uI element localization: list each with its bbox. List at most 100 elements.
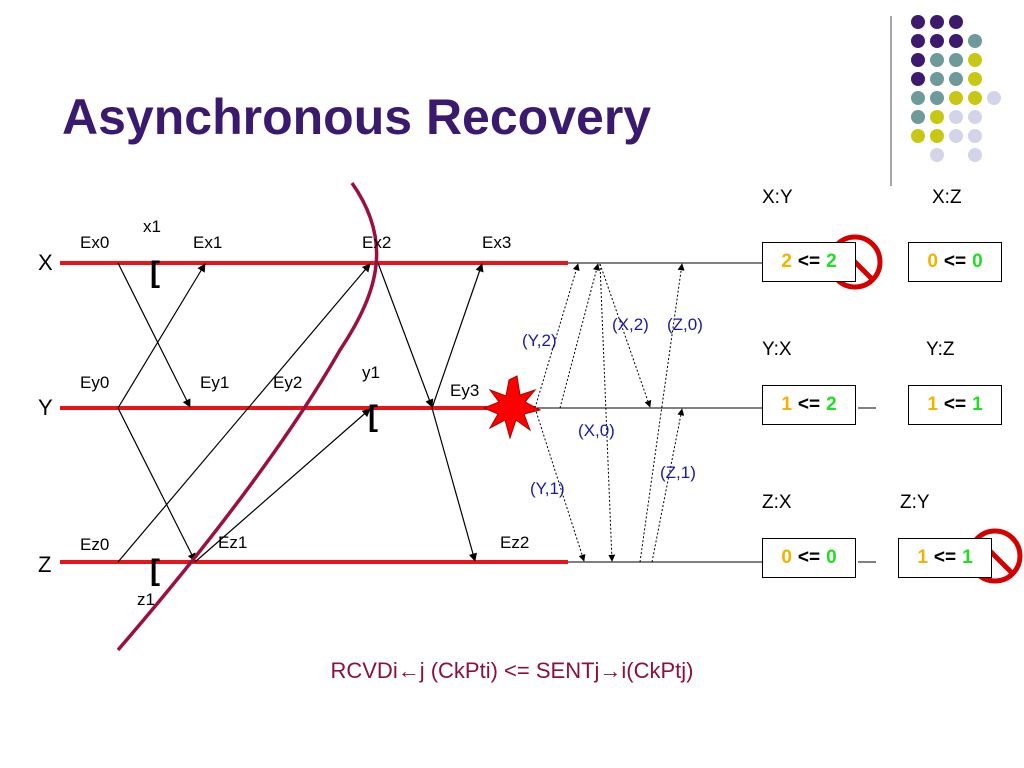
decorative-dot xyxy=(949,129,963,143)
checkpoint-label-z1: z1 xyxy=(137,590,155,609)
recovery-arrow xyxy=(534,263,580,409)
decorative-dot xyxy=(968,110,982,124)
event-label: Ez0 xyxy=(80,535,109,554)
process-label-y: Y xyxy=(38,395,53,420)
recovery-arrow xyxy=(559,263,600,409)
decorative-dot xyxy=(968,72,982,86)
decorative-dot xyxy=(930,15,944,29)
table-header: X:Y xyxy=(762,187,793,208)
received-value: 0 xyxy=(972,251,983,272)
table-header: X:Z xyxy=(932,187,962,208)
recovery-msg-label: (Y,2) xyxy=(522,331,557,350)
event-label: Ey3 xyxy=(450,381,479,400)
sent-value: 2 xyxy=(781,251,792,272)
recovery-line xyxy=(116,181,379,652)
process-label-x: X xyxy=(38,250,53,275)
checkpoint-bracket-x1: [ xyxy=(150,256,160,289)
decorative-dot xyxy=(930,34,944,48)
crash-burst-icon xyxy=(482,375,542,440)
decorative-dot xyxy=(949,110,963,124)
comparison-box-x-z: 0<=0 xyxy=(908,242,1002,282)
event-label: Ex2 xyxy=(362,233,391,252)
event-label: Ez2 xyxy=(500,533,529,552)
decorative-dot xyxy=(911,129,925,143)
received-value: 0 xyxy=(826,547,837,568)
checkpoint-label-y1: y1 xyxy=(362,363,380,382)
decorative-dot xyxy=(968,53,982,67)
message-arrow xyxy=(117,262,191,408)
comparison-operator: <= xyxy=(797,251,821,272)
message-arrow xyxy=(431,263,484,409)
sent-value: 0 xyxy=(781,547,792,568)
received-value: 2 xyxy=(826,251,837,272)
decorative-dot xyxy=(949,15,963,29)
recovery-arrow xyxy=(599,263,616,562)
decorative-dot xyxy=(930,129,944,143)
sent-value: 1 xyxy=(781,394,792,415)
recovery-msg-label: (X,0) xyxy=(578,421,615,440)
event-label: Ex1 xyxy=(193,233,222,252)
decorative-dot xyxy=(949,72,963,86)
decorative-dot xyxy=(968,148,982,162)
comparison-box-x-y: 2<=2 xyxy=(762,242,856,282)
decorative-dot xyxy=(911,91,925,105)
message-arrow xyxy=(377,262,434,408)
message-arrow xyxy=(117,407,196,562)
table-header: Z:Y xyxy=(900,492,930,513)
sent-value: 1 xyxy=(917,547,928,568)
message-arrow xyxy=(194,408,371,563)
decorative-dot xyxy=(911,72,925,86)
received-value: 1 xyxy=(972,394,983,415)
comparison-operator: <= xyxy=(943,251,967,272)
checkpoint-bracket-z1: [ xyxy=(150,554,160,587)
event-label: Ey0 xyxy=(80,373,109,392)
message-arrow xyxy=(431,407,477,562)
table-header: Y:X xyxy=(762,339,792,360)
recovery-arrow xyxy=(651,408,685,563)
page-title: Asynchronous Recovery xyxy=(62,89,652,145)
recovery-msg-label: (Z,0) xyxy=(667,315,703,334)
event-label: Ey1 xyxy=(200,373,229,392)
message-arrow xyxy=(117,263,371,563)
decorative-dot xyxy=(911,110,925,124)
decorative-dot xyxy=(930,148,944,162)
recovery-arrow xyxy=(534,407,586,562)
received-value: 1 xyxy=(962,547,973,568)
decorative-dots-icon xyxy=(911,15,1001,162)
event-label: Ex3 xyxy=(482,233,511,252)
decorative-dot xyxy=(930,53,944,67)
message-arrow xyxy=(117,263,206,409)
decorative-dot xyxy=(949,34,963,48)
decorative-dot xyxy=(930,91,944,105)
decorative-dot xyxy=(949,91,963,105)
recovery-arrow xyxy=(599,263,652,408)
decorative-dot xyxy=(968,34,982,48)
decorative-dot xyxy=(968,129,982,143)
comparison-operator: <= xyxy=(797,547,821,568)
table-header: Z:X xyxy=(762,492,792,513)
application-messages xyxy=(117,262,484,563)
checkpoint-bracket-y1: [ xyxy=(368,400,378,433)
comparison-box-y-z: 1<=1 xyxy=(908,385,1002,425)
event-label: Ez1 xyxy=(218,533,247,552)
decorative-dot xyxy=(987,91,1001,105)
comparison-box-z-x: 0<=0 xyxy=(762,538,856,578)
event-label: Ey2 xyxy=(273,373,302,392)
decorative-dot xyxy=(911,53,925,67)
recovery-condition-formula: RCVDi←j (CkPti) <= SENTj→i(CkPtj) xyxy=(330,658,694,683)
comparison-box-z-y: 1<=1 xyxy=(898,538,992,578)
recovery-msg-label: (Y,1) xyxy=(530,479,565,498)
recovery-messages xyxy=(534,263,685,563)
comparison-operator: <= xyxy=(797,394,821,415)
event-label: Ex0 xyxy=(80,233,109,252)
received-value: 2 xyxy=(826,394,837,415)
checkpoint-label-x1: x1 xyxy=(143,217,161,236)
decorative-dot xyxy=(911,15,925,29)
recovery-msg-label: (X,2) xyxy=(612,315,649,334)
recovery-msg-label: (Z,1) xyxy=(660,463,696,482)
table-header: Y:Z xyxy=(926,339,955,360)
decorative-dot xyxy=(930,72,944,86)
decorative-dot xyxy=(930,110,944,124)
sent-value: 1 xyxy=(927,394,938,415)
